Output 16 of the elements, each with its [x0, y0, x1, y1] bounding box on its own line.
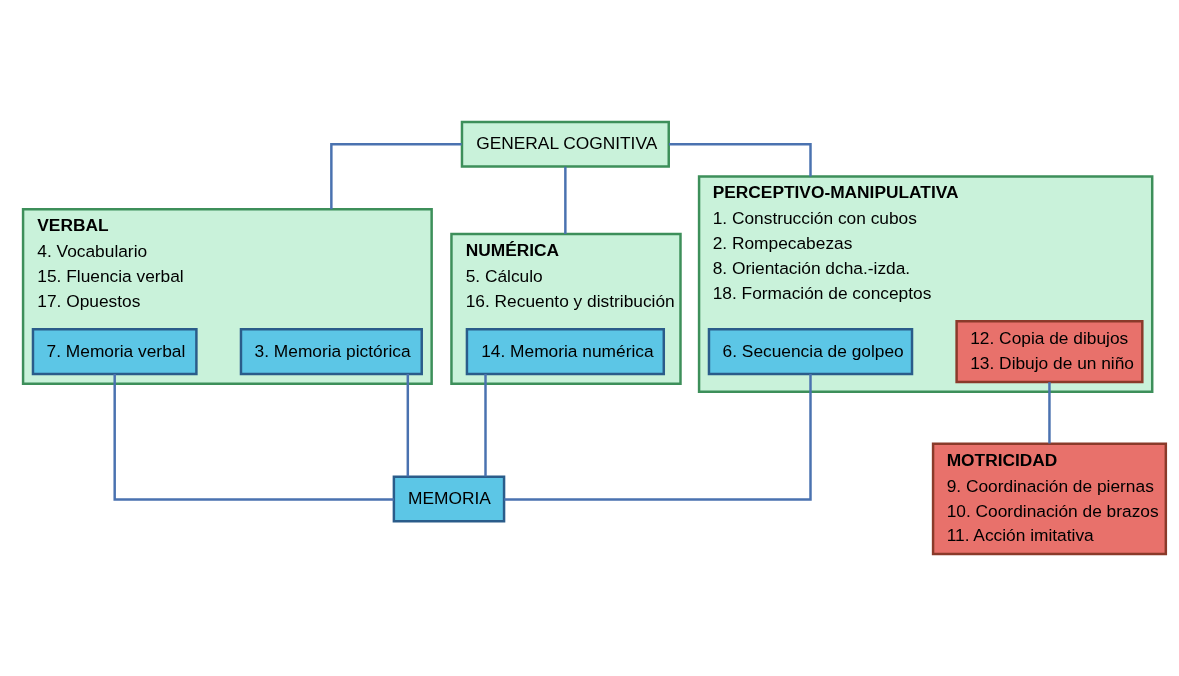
node-box: 12. Copia de dibujos 13. Dibujo de un niño	[955, 320, 1144, 384]
connector	[564, 166, 567, 234]
node-box: 3. Memoria pictórica	[239, 328, 423, 376]
node-box: MEMORIA	[392, 475, 506, 523]
connector	[330, 143, 462, 210]
connector	[484, 374, 487, 477]
connector	[1048, 382, 1051, 444]
connector	[668, 143, 812, 177]
node-box: 6. Secuencia de golpeo	[707, 328, 914, 376]
node-box: MOTRICIDAD 9. Coordinación de piernas 10. Coordinación de brazos 11. Acción imitativa	[931, 442, 1168, 556]
connector	[504, 374, 812, 501]
node-box: GENERAL COGNITIVA	[460, 120, 670, 168]
node-box: 7. Memoria verbal	[31, 328, 198, 376]
node-box: 14. Memoria numérica	[465, 328, 666, 376]
connector	[113, 374, 394, 501]
connector	[406, 374, 410, 477]
